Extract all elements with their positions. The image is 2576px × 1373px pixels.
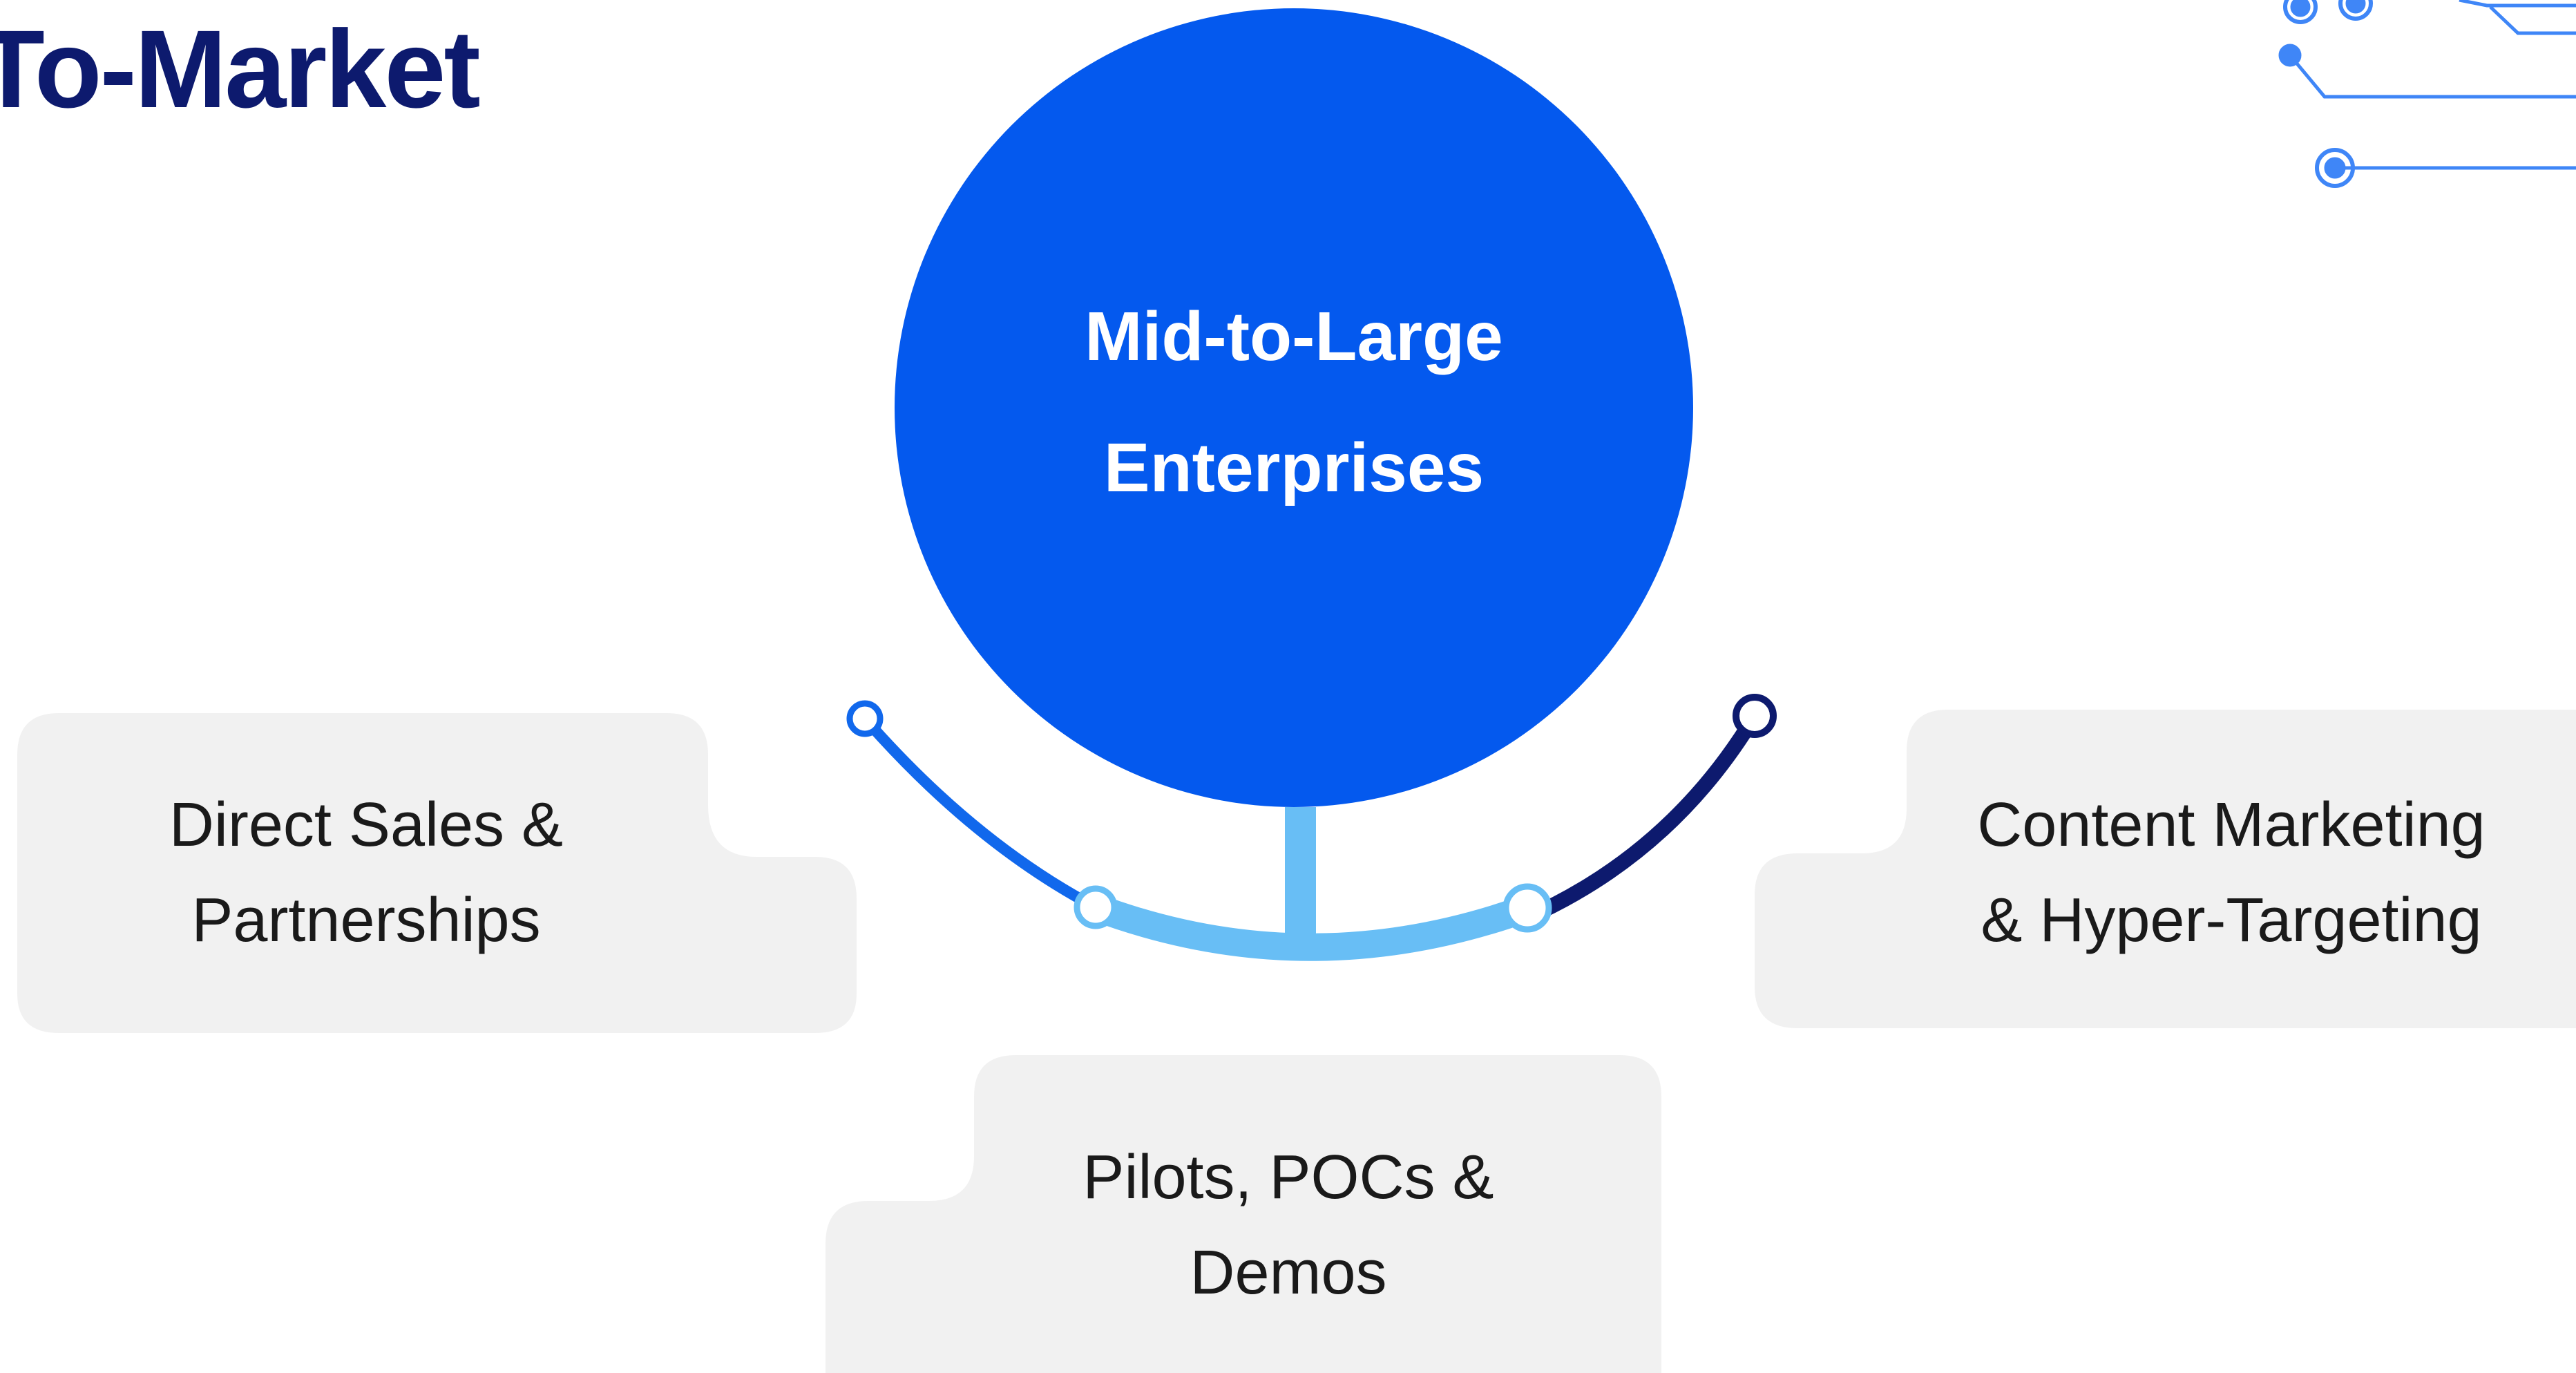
connector-node-right-join — [1502, 883, 1552, 933]
channel-box-bottom — [826, 1055, 1661, 1373]
channel-box-left — [17, 713, 857, 1033]
page-title: o-To-Market — [0, 7, 481, 131]
connector-arc-center — [1082, 893, 1541, 961]
circuit-decoration-icon — [2278, 0, 2576, 188]
connector-stem — [1285, 807, 1316, 945]
hub-label: Mid-to-Large Enterprises — [893, 271, 1695, 533]
connector-arc-right — [1520, 708, 1762, 925]
hub-circle — [895, 8, 1693, 807]
channel-label-left: Direct Sales & Partnerships — [55, 777, 677, 968]
channel-bottom-line-2: Demos — [1190, 1238, 1387, 1307]
channel-box-right — [1755, 710, 2576, 1028]
channel-left-line-2: Partnerships — [191, 886, 541, 955]
connector-node-left-join — [1074, 885, 1118, 929]
channel-label-right: Content Marketing & Hyper-Targeting — [1858, 777, 2576, 968]
channel-label-bottom: Pilots, POCs & Demos — [977, 1130, 1599, 1320]
connector-node-right-end — [1733, 694, 1777, 738]
hub-label-line-1: Mid-to-Large — [1085, 298, 1503, 375]
channel-right-line-1: Content Marketing — [1977, 790, 2486, 860]
connector-node-left-end — [846, 700, 884, 737]
channel-left-line-1: Direct Sales & — [169, 790, 564, 860]
connector-arc-left — [859, 713, 1101, 913]
channel-right-line-2: & Hyper-Targeting — [1981, 886, 2482, 955]
channel-bottom-line-1: Pilots, POCs & — [1082, 1143, 1494, 1212]
hub-label-line-2: Enterprises — [1103, 429, 1485, 506]
